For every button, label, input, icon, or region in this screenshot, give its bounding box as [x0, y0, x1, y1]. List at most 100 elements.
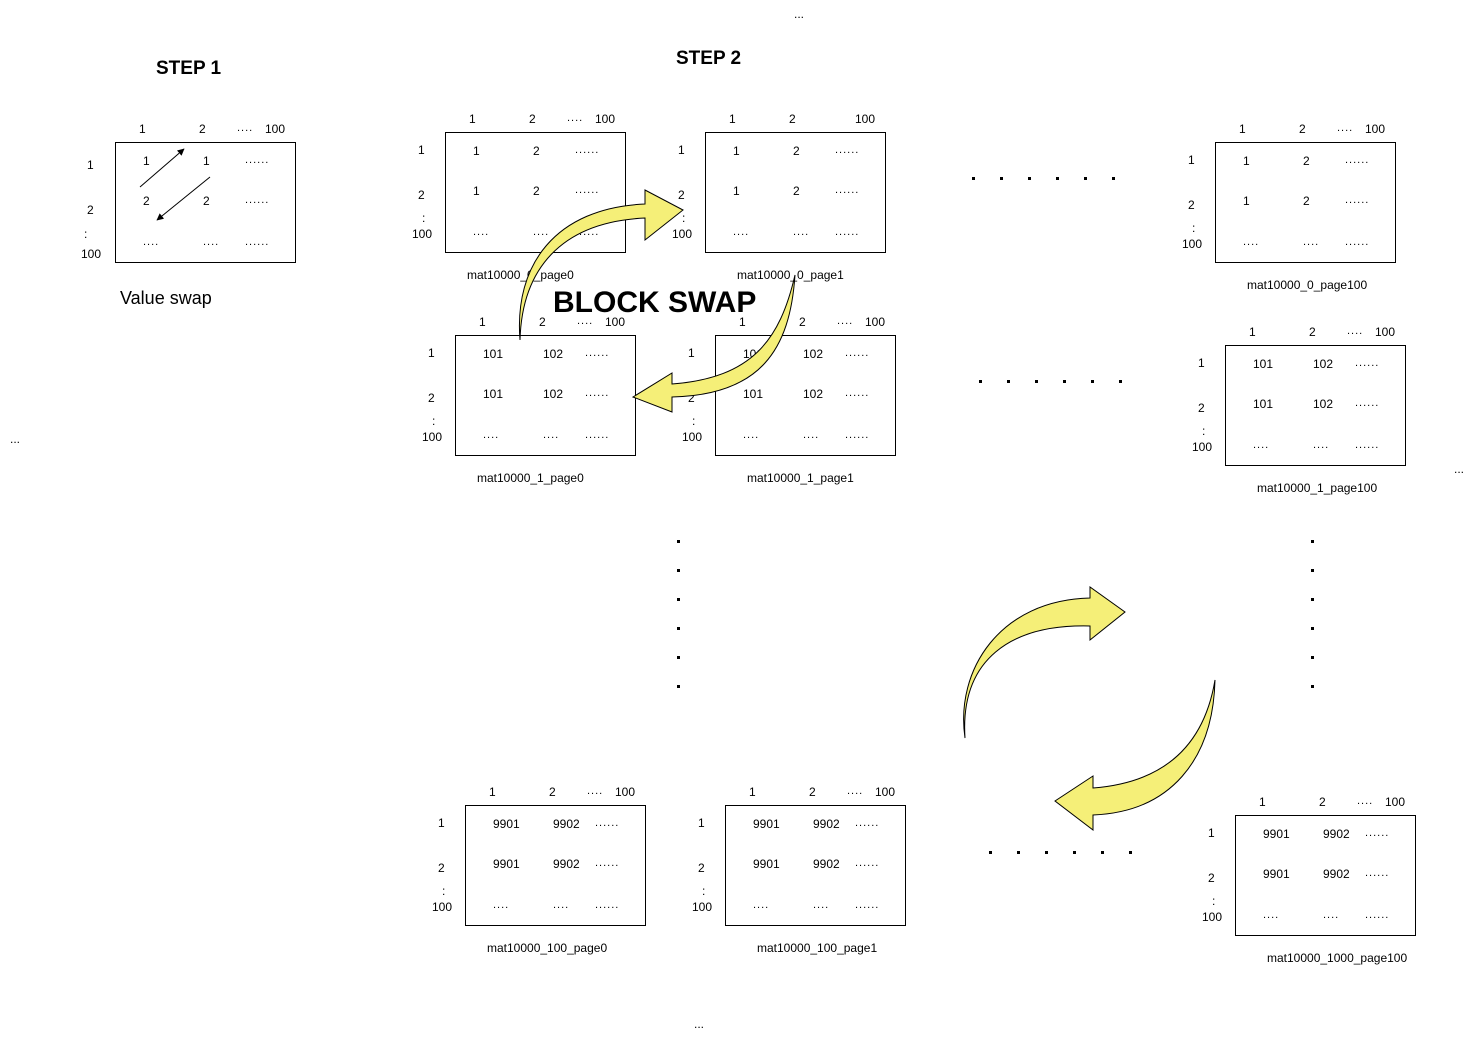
matrix-mat10000-0-page1-col-header: 1 [729, 112, 736, 126]
ellipsis-dot [989, 851, 992, 854]
matrix-mat10000-0-page100-cell: ...... [1345, 154, 1370, 166]
matrix-mat10000-0-page100-cell: ...... [1345, 194, 1370, 206]
matrix-mat10000-100-page0-name: mat10000_100_page0 [487, 941, 608, 955]
matrix-mat10000-1-page0-cell: ...... [585, 387, 610, 399]
ellipsis-dot [1035, 380, 1038, 383]
ellipsis-dot [677, 656, 680, 659]
matrix-mat10000-100-page0-cell: .... [553, 899, 570, 911]
ellipsis-dot [1112, 177, 1115, 180]
matrix-mat10000-100-page0-cell: 9902 [553, 857, 580, 871]
step1-caption: Value swap [120, 288, 212, 308]
matrix-mat10000-0-page0-name: mat10000_0_page0 [467, 268, 574, 282]
matrix-mat10000-1-page0-cell: 101 [483, 387, 504, 401]
matrix-mat10000-1000-page100-col-header: 2 [1319, 795, 1326, 809]
block-swap-arrow-left-top [631, 274, 796, 413]
matrix-mat10000-0-page1-cell: 2 [793, 144, 800, 158]
matrix-mat10000-0-page100-col-header: 1 [1239, 122, 1246, 136]
matrix-mat10000-1-page100-cell: 101 [1253, 357, 1274, 371]
matrix-mat10000-100-page1-cell: .... [753, 899, 770, 911]
matrix-mat10000-0-page0-col-header: .... [567, 112, 584, 124]
step1-row-header: 2 [87, 203, 94, 217]
ellipsis-dot [1119, 380, 1122, 383]
bottom-ellipsis: ... [694, 1017, 705, 1031]
matrix-mat10000-1000-page100-box [1235, 815, 1416, 936]
matrix-mat10000-100-page1-row-header: 2 [698, 861, 705, 875]
matrix-mat10000-0-page100-cell: 2 [1303, 154, 1310, 168]
ellipsis-dot [1028, 177, 1031, 180]
matrix-mat10000-1-page100-cell: ...... [1355, 439, 1380, 451]
matrix-mat10000-1-page0-row-header: 100 [422, 430, 443, 444]
matrix-mat10000-1-page1-row-header: 2 [688, 391, 695, 405]
matrix-mat10000-1-page1-col-header: 2 [799, 315, 806, 329]
matrix-mat10000-0-page1-row-header: : [682, 211, 686, 225]
matrix-mat10000-1-page1-row-header: : [692, 414, 696, 428]
matrix-mat10000-1-page100-col-header: 1 [1249, 325, 1256, 339]
matrix-mat10000-1-page1-name: mat10000_1_page1 [747, 471, 854, 485]
matrix-mat10000-1000-page100-name: mat10000_1000_page100 [1267, 951, 1408, 965]
matrix-mat10000-1-page100-row-header: 1 [1198, 356, 1205, 370]
matrix-mat10000-100-page0-col-header: .... [587, 785, 604, 797]
matrix-mat10000-1-page0-cell: 101 [483, 347, 504, 361]
matrix-mat10000-1-page100-cell: .... [1313, 439, 1330, 451]
matrix-mat10000-1-page1-row-header: 100 [682, 430, 703, 444]
matrix-mat10000-1-page0-col-header: 100 [605, 315, 626, 329]
block-swap-arrow-left-bottom [1054, 679, 1216, 832]
matrix-mat10000-100-page0-cell: 9901 [493, 817, 520, 831]
block-swap-label: BLOCK SWAP [553, 286, 757, 319]
ellipsis-dot [1084, 177, 1087, 180]
ellipsis-dot [1000, 177, 1003, 180]
matrix-mat10000-1-page0-col-header: .... [577, 315, 594, 327]
matrix-mat10000-0-page100-name: mat10000_0_page100 [1247, 278, 1368, 292]
matrix-mat10000-100-page1-cell: 9901 [753, 857, 780, 871]
matrix-mat10000-100-page1-cell: ...... [855, 899, 880, 911]
matrix-mat10000-1000-page100-cell: 9902 [1323, 867, 1350, 881]
matrix-mat10000-0-page1-cell: ...... [835, 144, 860, 156]
matrix-mat10000-0-page100-cell: ...... [1345, 236, 1370, 248]
matrix-mat10000-1-page100-cell: ...... [1355, 397, 1380, 409]
matrix-mat10000-1-page100-box [1225, 345, 1406, 466]
matrix-mat10000-100-page1-cell: 9902 [813, 857, 840, 871]
block-swap-arrow-right-bottom [963, 586, 1126, 739]
matrix-mat10000-0-page0-cell: ...... [575, 226, 600, 238]
matrix-mat10000-1-page100-row-header: 100 [1192, 440, 1213, 454]
matrix-mat10000-0-page100-cell: .... [1243, 236, 1260, 248]
left-ellipsis: ... [10, 432, 21, 446]
matrix-mat10000-1000-page100-cell: ...... [1365, 867, 1390, 879]
matrix-mat10000-100-page1-col-header: 100 [875, 785, 896, 799]
ellipsis-dot [677, 598, 680, 601]
matrix-mat10000-0-page0-col-header: 2 [529, 112, 536, 126]
right-ellipsis: ... [1454, 462, 1465, 476]
matrix-mat10000-0-page100-cell: 2 [1303, 194, 1310, 208]
ellipsis-dot [1007, 380, 1010, 383]
matrix-mat10000-1000-page100-col-header: 100 [1385, 795, 1406, 809]
matrix-mat10000-1000-page100-cell: ...... [1365, 827, 1390, 839]
matrix-mat10000-1-page1-cell: 102 [803, 387, 824, 401]
matrix-mat10000-0-page100-col-header: .... [1337, 122, 1354, 134]
ellipsis-dot [1311, 627, 1314, 630]
matrix-mat10000-1-page1-box [715, 335, 896, 456]
top-ellipsis: ... [794, 7, 805, 21]
matrix-mat10000-1-page0-cell: 102 [543, 347, 564, 361]
matrix-mat10000-0-page100-row-header: 100 [1182, 237, 1203, 251]
matrix-mat10000-0-page0-box [445, 132, 626, 253]
step1-cell: .... [203, 236, 220, 248]
matrix-mat10000-1-page1-row-header: 1 [688, 346, 695, 360]
step1-cell: 2 [203, 194, 210, 208]
ellipsis-dot [677, 540, 680, 543]
matrix-mat10000-1-page1-col-header: .... [837, 315, 854, 327]
matrix-mat10000-0-page0-cell: 2 [533, 144, 540, 158]
matrix-mat10000-100-page0-box [465, 805, 646, 926]
matrix-mat10000-1-page1-cell: 102 [803, 347, 824, 361]
matrix-mat10000-1-page0-cell: .... [483, 429, 500, 441]
matrix-mat10000-0-page0-col-header: 100 [595, 112, 616, 126]
matrix-mat10000-0-page100-box [1215, 142, 1396, 263]
matrix-mat10000-100-page0-row-header: 2 [438, 861, 445, 875]
matrix-mat10000-1-page0-col-header: 2 [539, 315, 546, 329]
matrix-mat10000-0-page100-col-header: 2 [1299, 122, 1306, 136]
matrix-mat10000-1000-page100-cell: 9901 [1263, 827, 1290, 841]
matrix-mat10000-100-page1-name: mat10000_100_page1 [757, 941, 878, 955]
matrix-mat10000-1-page0-row-header: 1 [428, 346, 435, 360]
matrix-mat10000-1-page0-cell: ...... [585, 347, 610, 359]
step1-cell: ...... [245, 154, 270, 166]
ellipsis-dot [972, 177, 975, 180]
